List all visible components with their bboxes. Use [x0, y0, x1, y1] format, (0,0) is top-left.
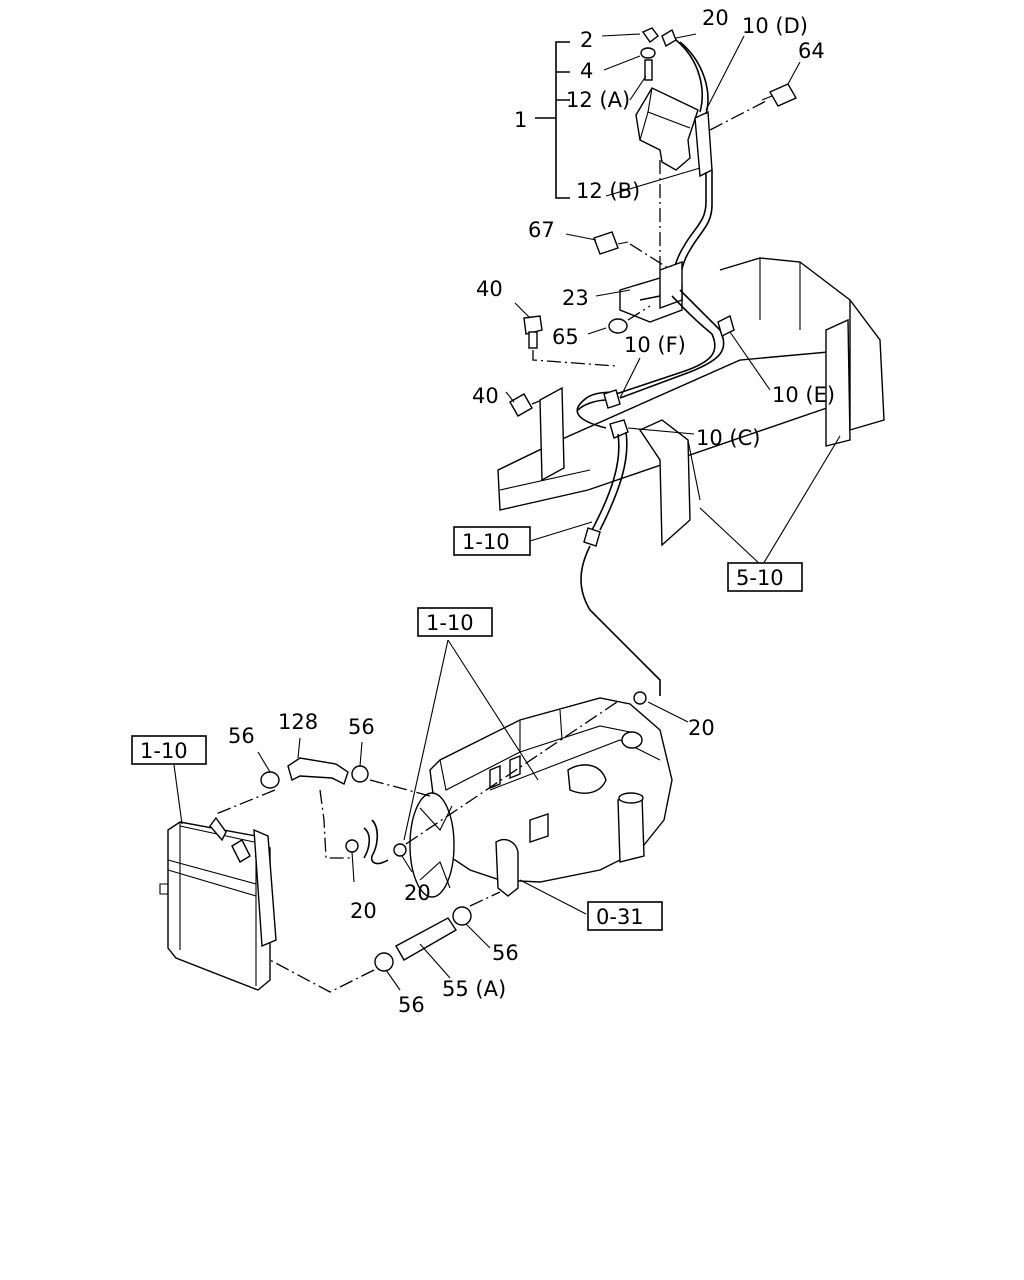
frame-crossmember: [497, 257, 885, 547]
callout-56-c: 56: [492, 941, 519, 965]
callout-12b: 12 (B): [576, 179, 640, 203]
callout-56-d: 56: [398, 993, 425, 1017]
callout-4: 4: [580, 59, 593, 83]
ref-label-1-10-upper: 1-10: [462, 530, 510, 554]
callout-20-left-2: 20: [404, 881, 431, 905]
callout-20-left-1: 20: [350, 899, 377, 923]
radiator: [159, 816, 277, 991]
callout-64: 64: [798, 39, 825, 63]
ref-box-5-10: [727, 562, 803, 592]
ref-label-5-10: 5-10: [736, 566, 784, 590]
ref-box-0-31: [587, 901, 663, 931]
ref-label-1-10-radiator: 1-10: [140, 739, 188, 763]
callout-12a: 12 (A): [566, 88, 630, 112]
callout-10d: 10 (D): [742, 14, 808, 38]
ref-label-1-10-engine: 1-10: [426, 611, 474, 635]
bracket-23-group: [509, 231, 683, 417]
callout-56-b: 56: [348, 715, 375, 739]
callout-20-mid: 20: [688, 716, 715, 740]
engine: [409, 697, 673, 898]
callout-56-a: 56: [228, 724, 255, 748]
callout-23: 23: [562, 286, 589, 310]
callout-10f: 10 (F): [624, 333, 686, 357]
ref-box-1-10-radiator: [131, 735, 207, 765]
leader-lines: [173, 33, 841, 991]
callout-10c: 10 (C): [696, 426, 760, 450]
ref-label-0-31: 0-31: [596, 905, 644, 929]
ref-box-1-10-upper: [453, 526, 531, 556]
hoses-lower: [215, 691, 647, 993]
callout-67: 67: [528, 218, 555, 242]
callout-2: 2: [580, 28, 593, 52]
callout-20-top: 20: [702, 6, 729, 30]
callout-55a: 55 (A): [442, 977, 506, 1001]
callout-65: 65: [552, 325, 579, 349]
callout-40-a: 40: [476, 277, 503, 301]
callout-10e: 10 (E): [772, 383, 835, 407]
valve-assembly: [535, 27, 797, 291]
hose-routing: [576, 289, 735, 696]
callout-128: 128: [278, 710, 318, 734]
callout-40-b: 40: [472, 384, 499, 408]
ref-box-1-10-engine: [417, 607, 493, 637]
callout-1: 1: [514, 108, 527, 132]
